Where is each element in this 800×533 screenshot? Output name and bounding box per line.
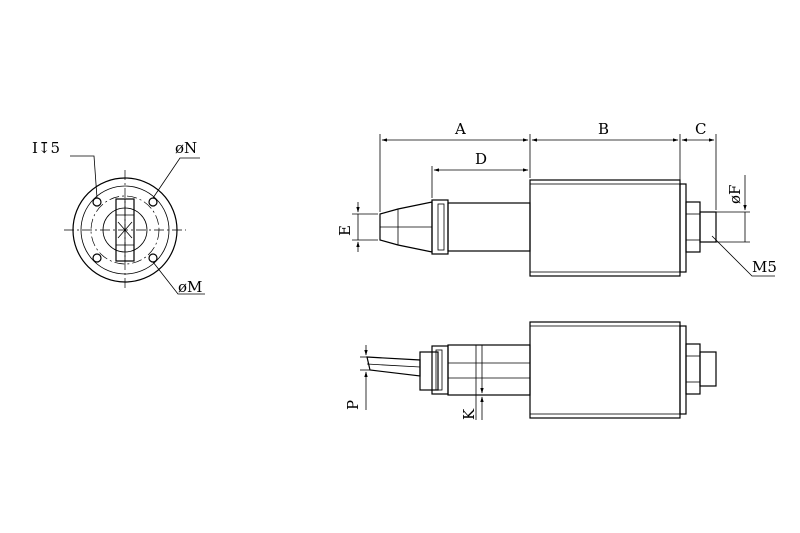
hole-label-i: I↧5 <box>32 139 60 157</box>
thread-label-m5: M5 <box>752 258 777 276</box>
top-view <box>379 179 717 277</box>
dim-label-e: E <box>336 225 354 236</box>
dim-label-p: P <box>344 400 362 410</box>
dim-label-c: C <box>695 120 706 138</box>
dim-label-b: B <box>598 120 609 138</box>
dim-label-a: A <box>454 120 466 138</box>
dim-label-n: øN <box>175 139 197 157</box>
side-view <box>366 321 717 419</box>
dim-label-f: øF <box>726 185 744 204</box>
end-view <box>64 155 205 295</box>
dim-label-d: D <box>475 150 487 168</box>
dim-label-k: K <box>460 408 478 420</box>
dimension-lines <box>352 134 775 420</box>
dim-label-m: øM <box>178 278 202 296</box>
